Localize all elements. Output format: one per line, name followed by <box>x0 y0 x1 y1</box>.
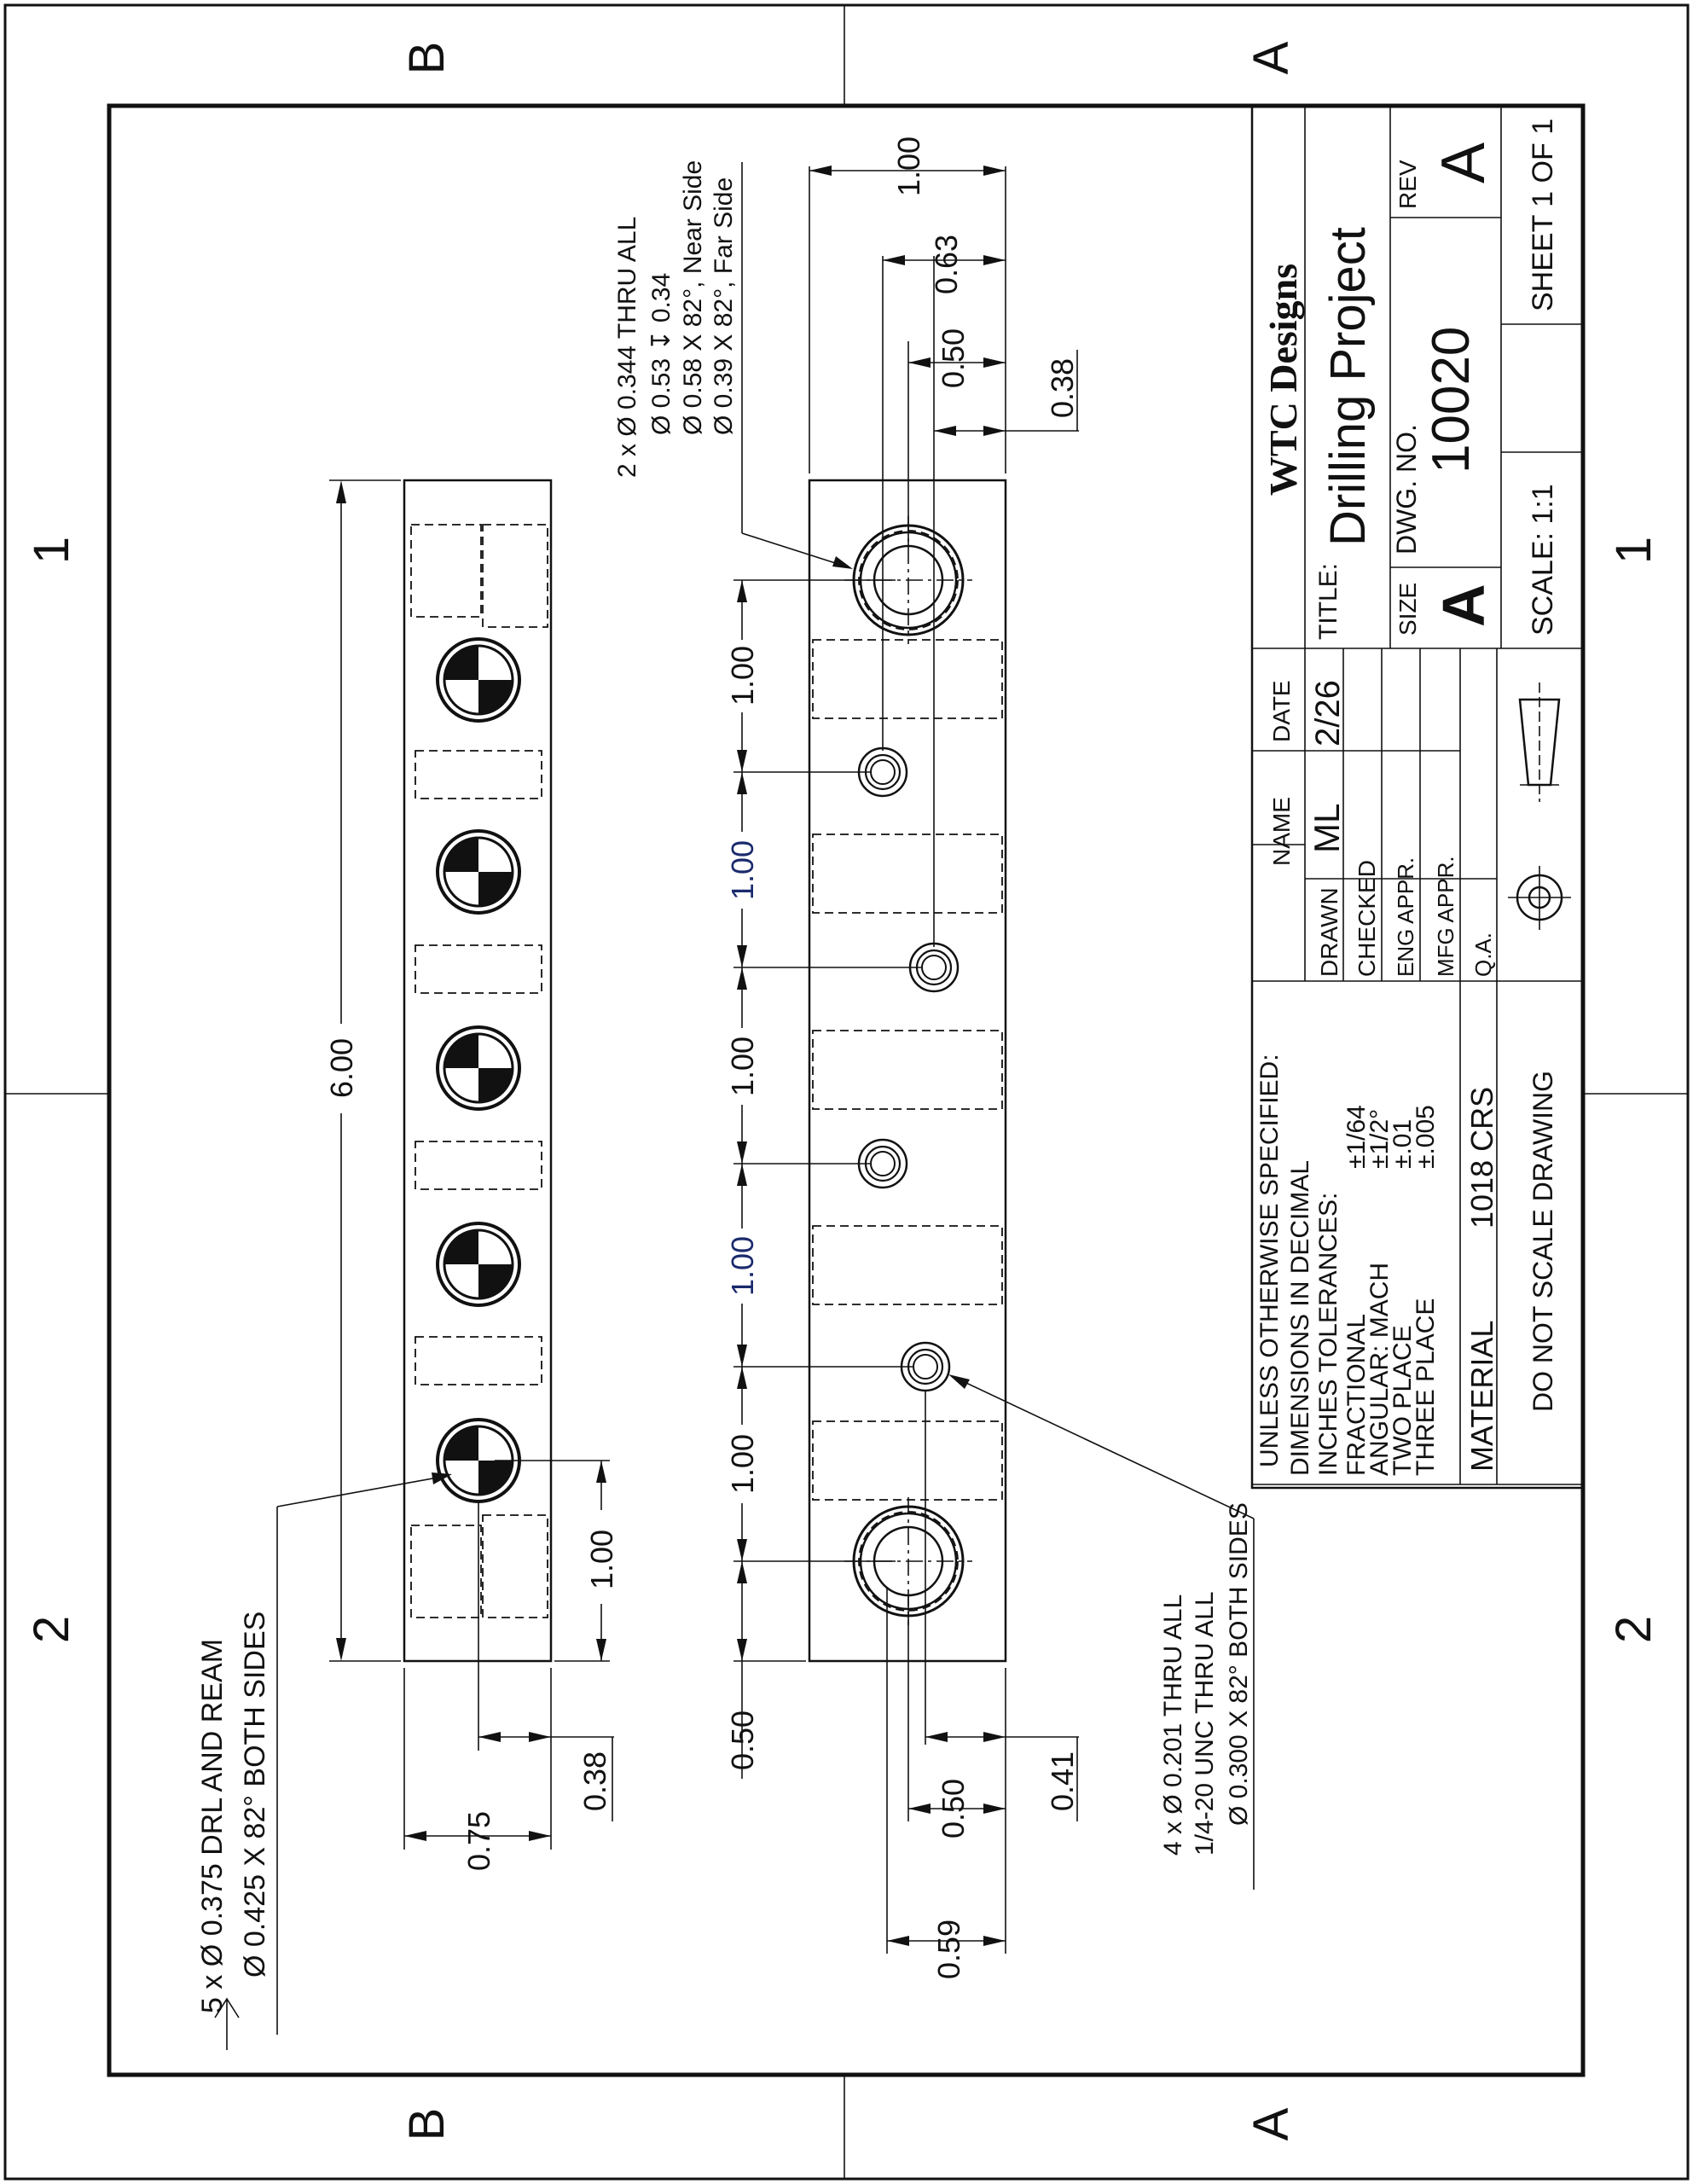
note-line3: INCHES TOLERANCES: <box>1314 1193 1342 1476</box>
dim-top-width: 0.75 <box>461 1811 496 1871</box>
outer-border <box>3 3 1690 2181</box>
row-name-drawn: ML <box>1307 804 1347 853</box>
callout-tapped-line3: Ø 0.300 X 82° BOTH SIDES <box>1225 1502 1253 1826</box>
callout-reamed-line1: 5 x Ø 0.375 DRL AND REAM <box>196 1639 229 2013</box>
callout-reamed-line2: Ø 0.425 X 82° BOTH SIDES <box>239 1612 271 1978</box>
zone-label-bottom-b: B <box>399 2108 455 2141</box>
material-value: 1018 CRS <box>1464 1087 1499 1228</box>
row-label-eng-appr: ENG APPR. <box>1393 857 1418 977</box>
note-two-place-tol: ±.01 <box>1389 1119 1417 1169</box>
zone-label-top-a: A <box>1244 41 1299 74</box>
note-three-place-tol: ±.005 <box>1412 1105 1440 1169</box>
dim-bottom-tap-offset-side: 0.59 <box>931 1920 966 1979</box>
front-view: 1.00 1.00 1.00 1.00 1.00 0.50 <box>725 136 1255 1979</box>
dim-pitch-4: 1.00 <box>725 1236 760 1296</box>
callout-tapped: 4 x Ø 0.201 THRU ALL 1/4-20 UNC THRU ALL… <box>1159 1502 1253 1856</box>
date-header: DATE <box>1268 680 1295 742</box>
dim-bottom-end-offset: 0.50 <box>725 1711 760 1770</box>
size-value: A <box>1430 584 1497 627</box>
note-two-place: TWO PLACE <box>1389 1325 1417 1476</box>
dim-bottom-cbore-offset: 0.63 <box>929 235 964 294</box>
note-line1: UNLESS OTHERWISE SPECIFIED: <box>1255 1054 1284 1467</box>
dim-top-end-offset: 1.00 <box>584 1530 619 1589</box>
top-view: 6.00 1.00 0.75 0.38 <box>276 479 619 2035</box>
dim-bottom-edge-bottom: 0.41 <box>1045 1751 1080 1811</box>
dim-top-hole-offset: 0.38 <box>577 1751 612 1811</box>
callout-cbore-line3: Ø 0.58 X 82°, Near Side <box>679 160 707 435</box>
dim-pitch-5: 1.00 <box>725 1434 760 1494</box>
material-label: MATERIAL <box>1464 1321 1499 1472</box>
row-label-checked: CHECKED <box>1354 860 1380 977</box>
do-not-scale: DO NOT SCALE DRAWING <box>1528 1071 1558 1412</box>
callout-reamed: 5 x Ø 0.375 DRL AND REAM Ø 0.425 X 82° B… <box>196 1612 271 2050</box>
row-label-drawn: DRAWN <box>1316 887 1342 977</box>
note-fractional-tol: ±1/64 <box>1342 1105 1371 1169</box>
callout-tapped-line1: 4 x Ø 0.201 THRU ALL <box>1159 1594 1187 1856</box>
projection-symbol-icon <box>1508 682 1571 930</box>
dim-pitch-2: 1.00 <box>725 840 760 900</box>
sheet-label: SHEET 1 OF 1 <box>1527 119 1559 311</box>
size-label: SIZE <box>1394 583 1421 636</box>
callout-cbore-line2: Ø 0.53 ↧ 0.34 <box>647 273 675 435</box>
dim-pitch-1: 1.00 <box>725 646 760 706</box>
title-label: TITLE: <box>1314 563 1342 640</box>
note-angular: ANGULAR: MACH <box>1365 1263 1394 1476</box>
company-name: WTC Designs <box>1261 264 1305 496</box>
row-date-drawn: 2/26 <box>1309 680 1347 746</box>
dim-pitch-3: 1.00 <box>725 1037 760 1096</box>
callout-tapped-line2: 1/4-20 UNC THRU ALL <box>1191 1591 1219 1856</box>
callout-cbore: 2 x Ø 0.344 THRU ALL Ø 0.53 ↧ 0.34 Ø 0.5… <box>613 160 738 478</box>
zone-label-right-2: 2 <box>1606 1616 1661 1643</box>
note-three-place: THREE PLACE <box>1412 1298 1440 1476</box>
title-block: WTC Designs TITLE: Drilling Project SIZE… <box>1250 104 1585 1490</box>
note-angular-tol: ±1/2° <box>1365 1109 1394 1169</box>
zone-ticks <box>5 5 1688 2179</box>
dwg-no-label: DWG. NO. <box>1391 424 1422 555</box>
row-label-qa: Q.A. <box>1470 932 1496 977</box>
dim-bottom-tap-offset-bottom: 0.50 <box>936 1779 971 1838</box>
dim-overall-length: 6.00 <box>324 1038 359 1098</box>
callout-cbore-line4: Ø 0.39 X 82°, Far Side <box>710 177 738 435</box>
front-view-outline <box>808 479 1007 1663</box>
zone-label-top-2: 2 <box>24 1616 79 1643</box>
dim-bottom-edge-top: 0.38 <box>1045 358 1080 418</box>
drawing-title: Drilling Project <box>1320 227 1376 546</box>
dwg-no-value: 10020 <box>1422 327 1481 473</box>
rev-label: REV <box>1394 160 1421 209</box>
rev-value: A <box>1429 142 1498 183</box>
scale-label: SCALE: 1:1 <box>1527 484 1559 636</box>
zone-label-bottom-a: A <box>1244 2107 1299 2140</box>
zone-label-top-1: 1 <box>24 537 79 564</box>
row-label-mfg-appr: MFG APPR. <box>1433 856 1458 977</box>
callout-cbore-line1: 2 x Ø 0.344 THRU ALL <box>613 217 641 478</box>
note-line2: DIMENSIONS IN DECIMAL <box>1286 1160 1314 1476</box>
dim-bottom-tap-offset-top: 0.50 <box>936 328 971 388</box>
reamed-hole-symbols <box>436 637 521 1503</box>
zone-label-right-1: 1 <box>1606 537 1661 564</box>
note-fractional: FRACTIONAL <box>1342 1314 1371 1476</box>
zone-label-top-b: B <box>399 42 455 75</box>
top-view-outline <box>403 479 553 1663</box>
name-header: NAME <box>1268 797 1295 866</box>
dim-bottom-width: 1.00 <box>891 136 926 196</box>
